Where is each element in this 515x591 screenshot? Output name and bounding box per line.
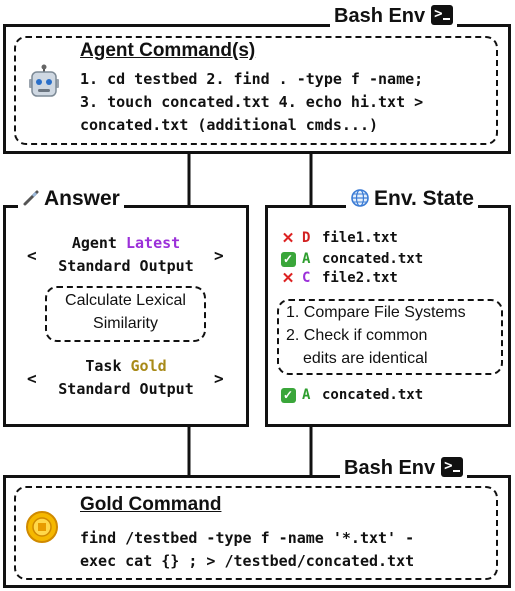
task-output-prefix: Task — [85, 357, 122, 375]
agent-output-line-2: Standard Output — [58, 257, 194, 275]
pen-icon — [23, 190, 39, 206]
gold-coin-icon — [26, 511, 58, 543]
bottom-bash-env-text: Bash Env — [344, 457, 436, 479]
file-row-2: ✓ A concated.txt — [280, 250, 423, 267]
agent-command-line-1: 1. cd testbed 2. find . -type f -name; — [80, 70, 424, 88]
gold-command-title: Gold Command — [80, 494, 222, 515]
cross-icon: ✕ — [281, 230, 295, 247]
file-row-3: ✕ C file2.txt — [280, 269, 398, 287]
gold-command-panel — [3, 475, 511, 588]
task-output-line-1: Task Gold — [40, 357, 212, 375]
env-state-panel — [265, 205, 511, 427]
bottom-bash-env-label: Bash Env — [340, 454, 468, 480]
file-name: concated.txt — [322, 250, 424, 267]
agent-command-title: Agent Command(s) — [80, 40, 256, 61]
check-icon: ✓ — [280, 388, 296, 403]
env-state-label: Env. State — [346, 187, 478, 211]
top-bash-env-label: Bash Env — [330, 2, 458, 28]
task-output-bracket-left: < — [27, 369, 37, 388]
file-name: concated.txt — [322, 386, 424, 403]
result-row: ✓ A concated.txt — [280, 386, 423, 403]
globe-icon — [351, 189, 369, 207]
terminal-icon — [431, 2, 454, 26]
agent-output-bracket-left: < — [27, 246, 37, 265]
agent-command-line-3: concated.txt (additional cmds...) — [80, 116, 379, 134]
agent-command-line-2: 3. touch concated.txt 4. echo hi.txt > — [80, 93, 424, 111]
robot-icon — [29, 64, 59, 97]
compare-step-2: 2. Check if common — [286, 327, 428, 344]
lexical-similarity-box — [45, 286, 206, 342]
top-bash-env-text: Bash Env — [334, 5, 426, 27]
agent-output-prefix: Agent — [71, 234, 117, 252]
file-op: A — [302, 250, 311, 267]
file-row-1: ✕ D file1.txt — [280, 229, 398, 247]
answer-panel — [3, 205, 249, 427]
lexical-similarity-line-1: Calculate Lexical — [65, 292, 186, 309]
task-output-bracket-right: > — [214, 369, 224, 388]
compare-steps-box — [277, 299, 503, 375]
check-icon: ✓ — [280, 252, 296, 267]
file-op: D — [302, 230, 311, 246]
compare-step-1: 1. Compare File Systems — [286, 304, 466, 321]
agent-command-panel — [3, 24, 511, 154]
file-name: file2.txt — [322, 270, 398, 286]
file-op: A — [302, 386, 311, 403]
gold-command-line-2: exec cat {} ; > /testbed/concated.txt — [80, 552, 415, 570]
file-op: C — [302, 270, 311, 286]
agent-output-line-1: Agent Latest — [40, 234, 212, 252]
task-output-gold: Gold — [130, 357, 167, 375]
agent-command-box — [14, 36, 498, 145]
env-state-label-text: Env. State — [374, 187, 474, 210]
gold-command-line-1: find /testbed -type f -name '*.txt' - — [80, 529, 415, 547]
answer-label-text: Answer — [44, 187, 120, 210]
cross-icon: ✕ — [281, 270, 295, 287]
file-name: file1.txt — [322, 230, 398, 246]
compare-step-3: edits are identical — [303, 350, 428, 367]
task-output-line-2: Standard Output — [58, 380, 194, 398]
gold-command-box — [14, 486, 498, 580]
answer-label: Answer — [18, 187, 124, 211]
agent-output-bracket-right: > — [214, 246, 224, 265]
agent-output-latest: Latest — [126, 234, 181, 252]
lexical-similarity-line-2: Similarity — [93, 315, 158, 332]
terminal-icon — [441, 454, 464, 478]
